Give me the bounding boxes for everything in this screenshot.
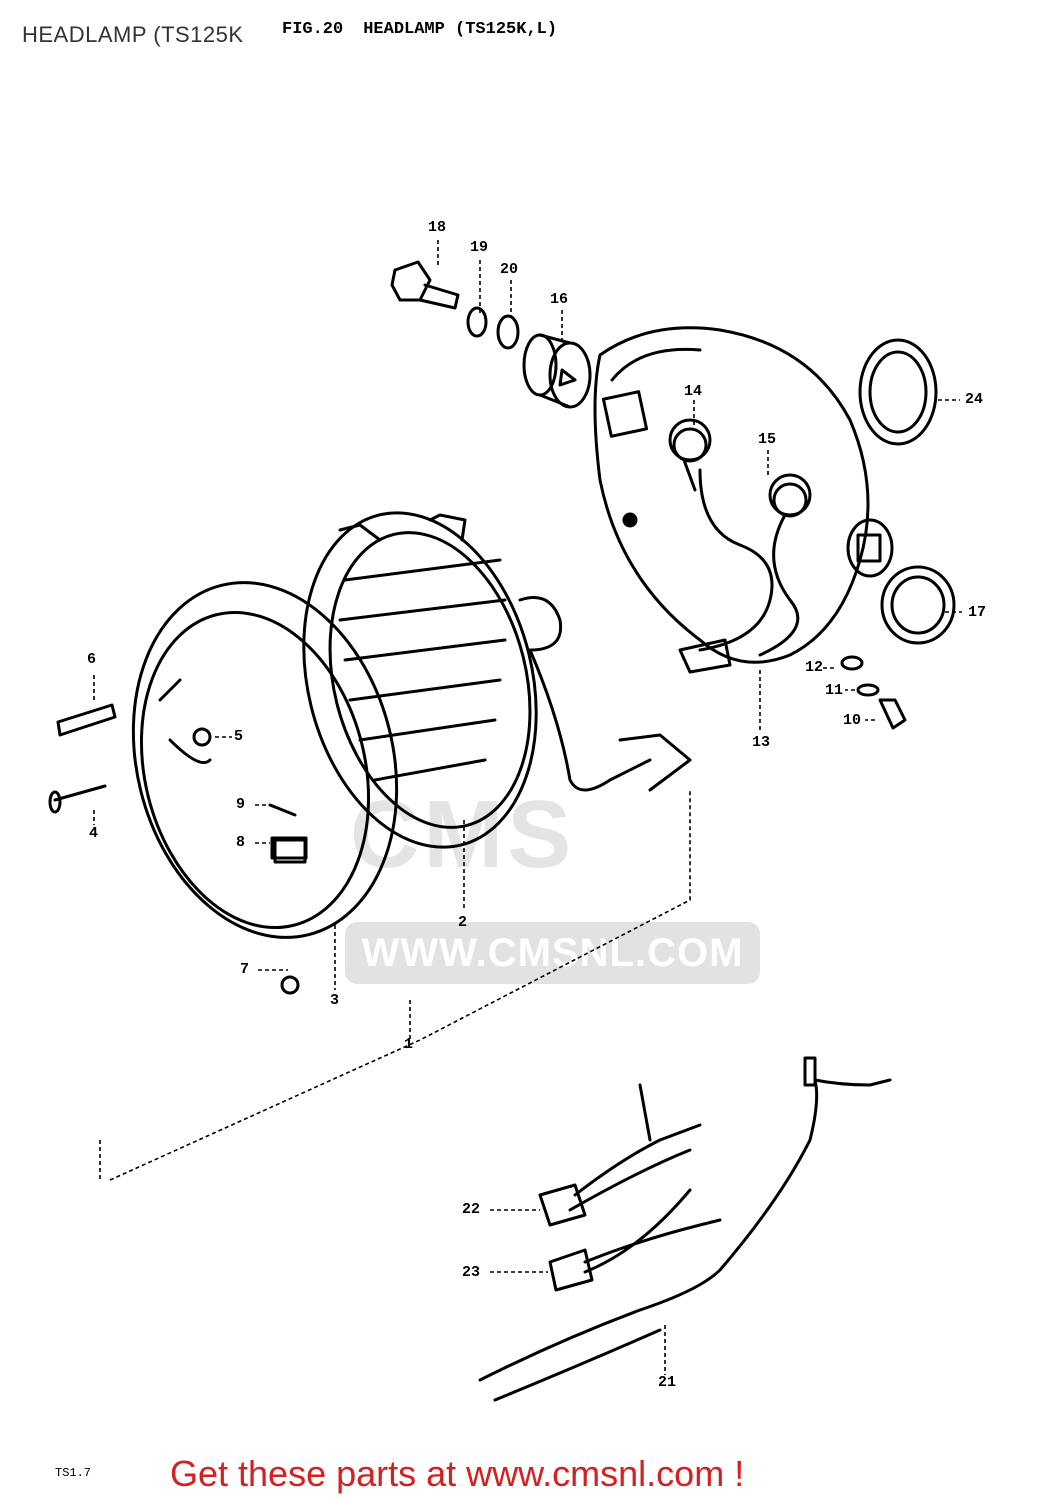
headlamp-rim xyxy=(131,581,399,939)
screw-4 xyxy=(48,784,107,814)
callout-7: 7 xyxy=(240,961,250,978)
callout-8: 8 xyxy=(236,834,246,851)
callout-18: 18 xyxy=(428,219,447,236)
wire-harness-21 xyxy=(478,1056,892,1402)
figure-title: FIG.20 HEADLAMP (TS125K,L) xyxy=(282,20,557,39)
callout-4: 4 xyxy=(89,825,99,842)
socket-13 xyxy=(678,638,732,674)
nut-7 xyxy=(280,975,300,995)
bulb-15 xyxy=(772,482,808,518)
screw-10 xyxy=(878,698,907,730)
washer-12 xyxy=(840,655,864,671)
page-title: HEADLAMP (TS125K xyxy=(22,22,244,47)
nut-5 xyxy=(192,727,212,747)
seal-ring-24 xyxy=(858,338,938,446)
callout-11: 11 xyxy=(825,682,844,699)
callout-13: 13 xyxy=(752,734,771,751)
watermark-url-banner: WWW.CMSNL.COM xyxy=(345,922,760,984)
callout-21: 21 xyxy=(658,1374,677,1391)
callout-24: 24 xyxy=(965,391,984,408)
callout-22: 22 xyxy=(462,1201,481,1218)
callout-19: 19 xyxy=(470,239,489,256)
connector-23 xyxy=(548,1188,722,1292)
callout-6: 6 xyxy=(87,651,97,668)
plate-8 xyxy=(270,836,308,860)
callout-12: 12 xyxy=(805,659,824,676)
screw-6 xyxy=(56,703,117,737)
connector-22 xyxy=(538,1083,702,1227)
washer-20 xyxy=(496,314,520,350)
callout-3: 3 xyxy=(330,992,340,1009)
seal-ring-17 xyxy=(880,565,956,645)
callout-17: 17 xyxy=(968,604,987,621)
bolt-18 xyxy=(390,260,460,310)
watermark-logo: CMS xyxy=(350,781,576,888)
clip-9 xyxy=(268,803,297,817)
figure-number: FIG.20 xyxy=(282,20,344,39)
sealed-beam-unit xyxy=(302,511,692,849)
callout-5: 5 xyxy=(234,728,244,745)
figure-heading: HEADLAMP (TS125K,L) xyxy=(363,20,558,39)
footer-code: TS1.7 xyxy=(55,1466,92,1480)
get-parts-link[interactable]: Get these parts at www.cmsnl.com ! xyxy=(170,1453,745,1494)
headlamp-housing xyxy=(593,326,894,664)
callout-23: 23 xyxy=(462,1264,481,1281)
callout-1: 1 xyxy=(404,1036,414,1053)
callout-10: 10 xyxy=(843,712,862,729)
callout-16: 16 xyxy=(550,291,569,308)
callout-9: 9 xyxy=(236,796,246,813)
washer-11 xyxy=(856,683,880,697)
bulb-14 xyxy=(672,427,708,492)
callout-2: 2 xyxy=(458,914,468,931)
callout-20: 20 xyxy=(500,261,519,278)
bushing-16 xyxy=(522,333,592,409)
callout-15: 15 xyxy=(758,431,777,448)
callout-14: 14 xyxy=(684,383,703,400)
washer-19 xyxy=(466,306,488,338)
